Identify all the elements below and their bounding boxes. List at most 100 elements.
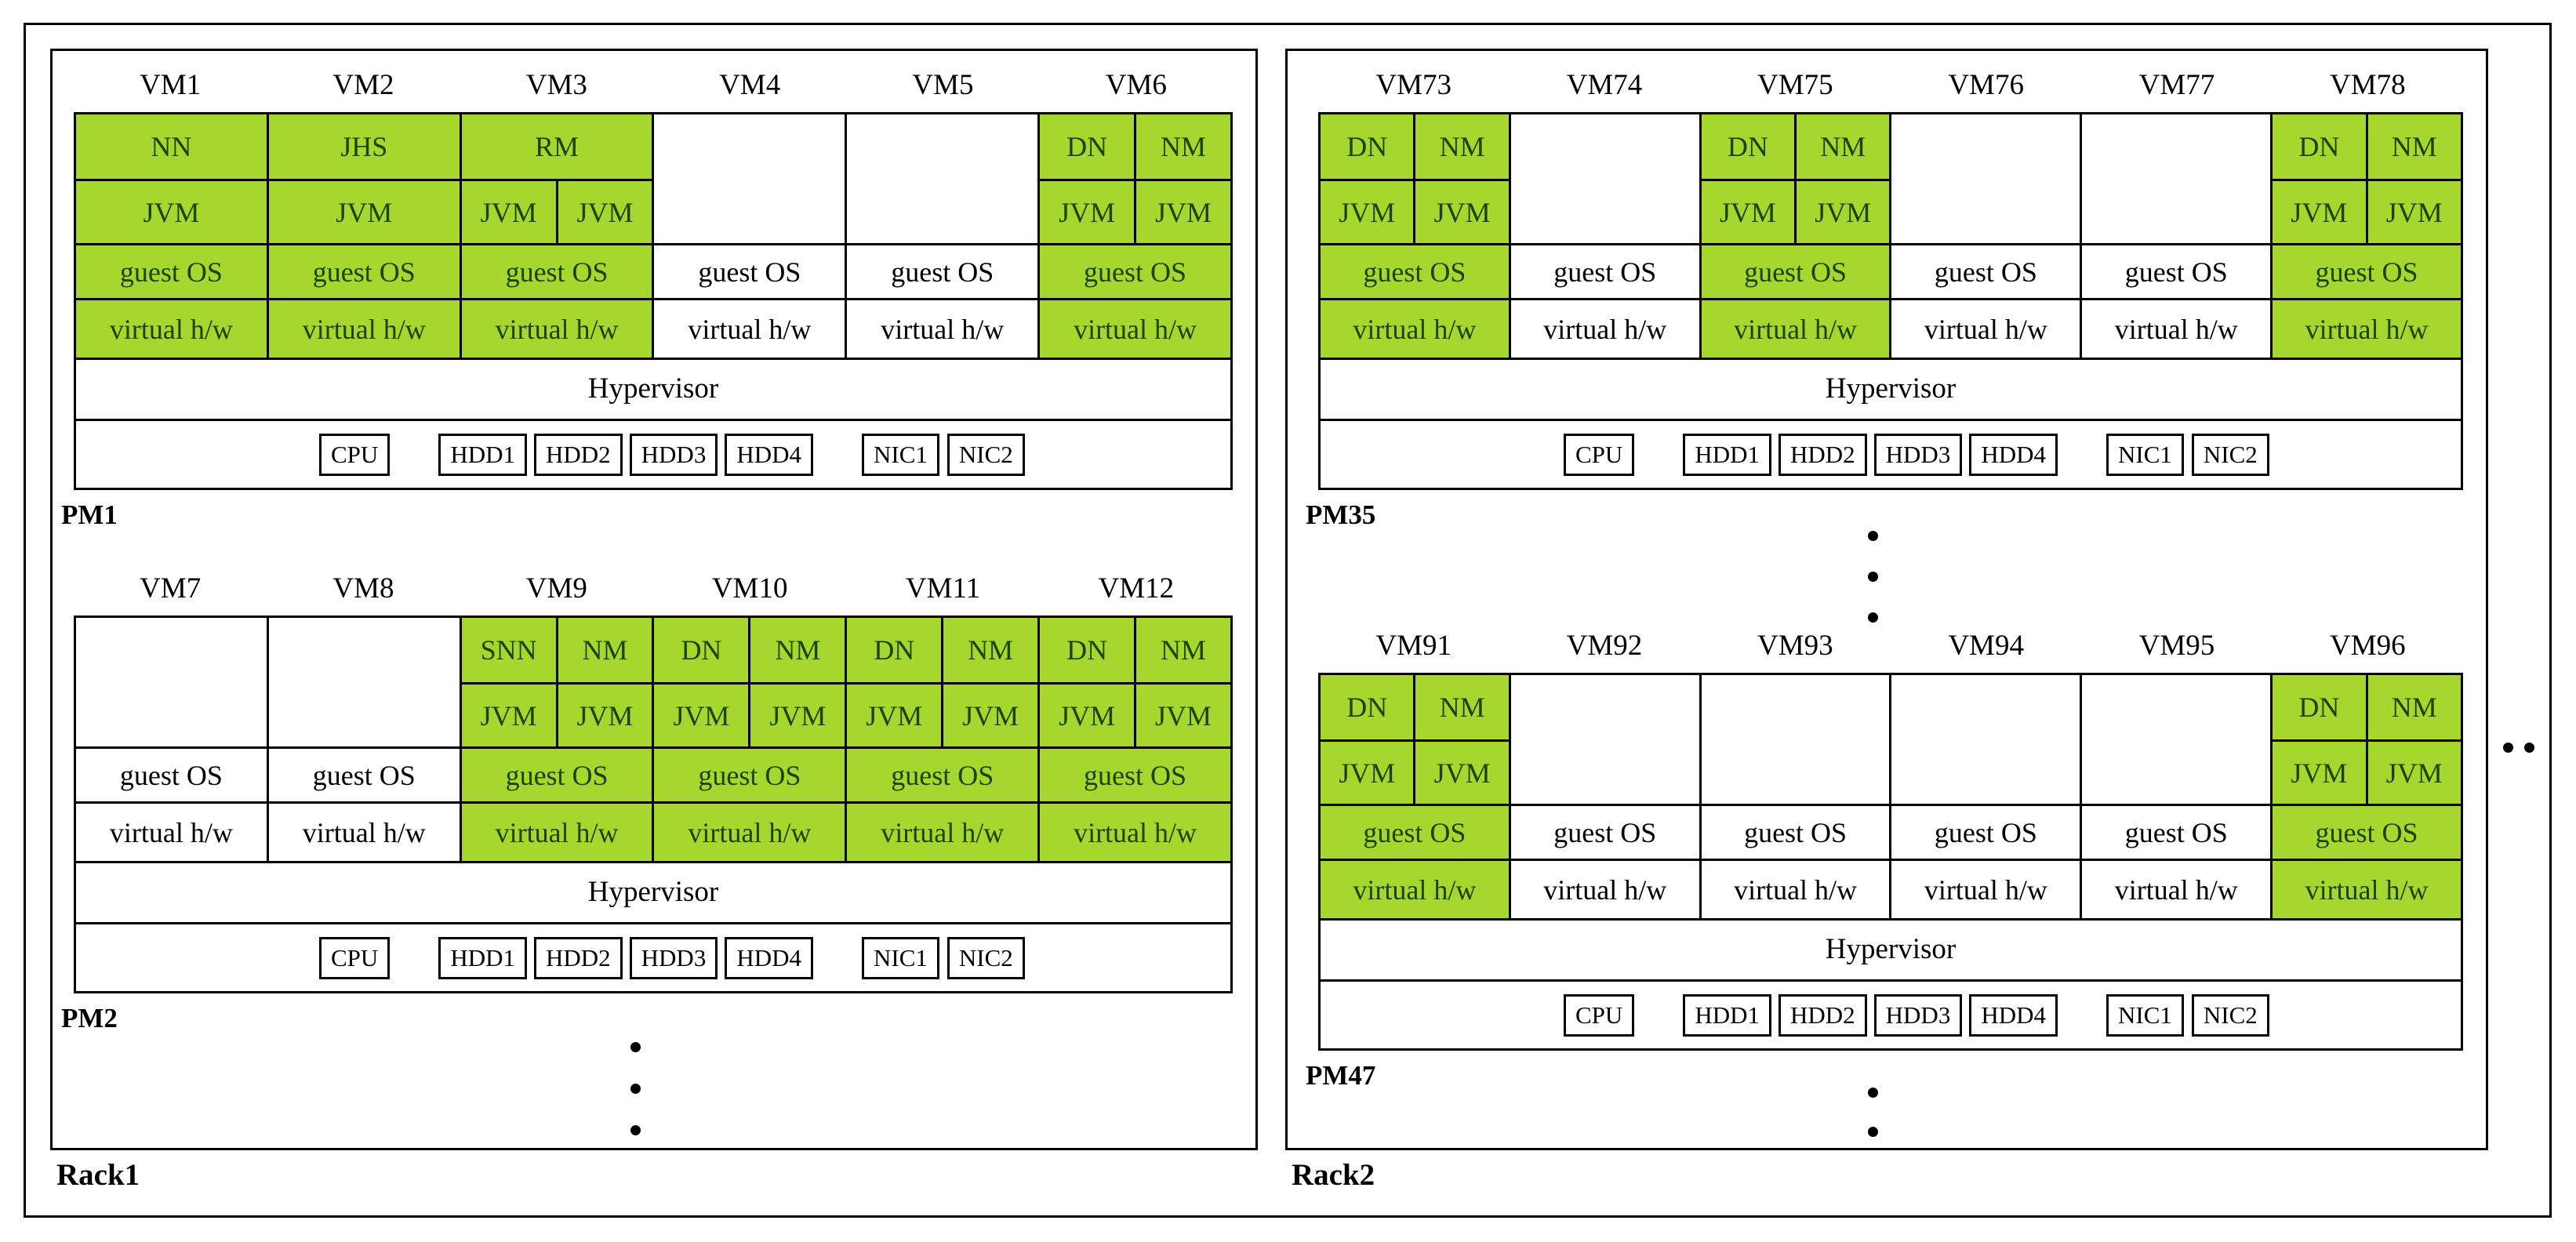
hypervisor-row: Hypervisor bbox=[76, 861, 1230, 922]
vm-name-header-vm96: VM96 bbox=[2329, 629, 2406, 662]
pm-label: PM1 bbox=[61, 499, 118, 530]
app-cell: DN bbox=[847, 618, 942, 682]
app-cell: DN bbox=[1040, 114, 1135, 179]
jvm-cell: JVM bbox=[555, 685, 652, 746]
virtual-hw-cell: virtual h/w bbox=[847, 298, 1038, 358]
vm-name-header-vm1: VM1 bbox=[140, 68, 202, 101]
jvm-cell: JVM bbox=[1413, 742, 1509, 804]
pm-label: PM35 bbox=[1306, 499, 1376, 530]
rack-label: Rack1 bbox=[56, 1158, 140, 1192]
nic2-box: NIC2 bbox=[946, 936, 1025, 979]
cpu-box: CPU bbox=[1564, 433, 1635, 476]
hdd1-box: HDD1 bbox=[438, 936, 527, 979]
vm-name-header-vm91: VM91 bbox=[1375, 629, 1451, 662]
vertical-ellipsis-dot bbox=[630, 1042, 641, 1052]
diagram-outer-border bbox=[24, 23, 2552, 1218]
guest-os-cell: guest OS bbox=[1701, 243, 1890, 298]
virtual-hw-cell: virtual h/w bbox=[654, 298, 845, 358]
virtual-hw-cell: virtual h/w bbox=[2082, 859, 2271, 918]
jvm-cell: JVM bbox=[1794, 181, 1890, 243]
empty-vm-cell bbox=[654, 114, 845, 243]
guest-os-cell: guest OS bbox=[1040, 746, 1230, 801]
virtual-hw-cell: virtual h/w bbox=[2273, 298, 2461, 358]
hdd3-box: HDD3 bbox=[629, 433, 718, 476]
jvm-cell: JVM bbox=[76, 181, 267, 243]
app-row: JHS bbox=[268, 114, 460, 179]
jvm-cell: JVM bbox=[1321, 742, 1414, 804]
jvm-cell: JVM bbox=[654, 685, 749, 746]
guest-os-cell: guest OS bbox=[461, 243, 652, 298]
hdd2-box: HDD2 bbox=[533, 936, 623, 979]
jvm-cell: JVM bbox=[555, 181, 652, 243]
hdd1-box: HDD1 bbox=[1683, 993, 1771, 1037]
nic2-box: NIC2 bbox=[2191, 993, 2269, 1037]
vm-name-header-vm3: VM3 bbox=[525, 68, 587, 101]
app-cell: DN bbox=[1701, 114, 1795, 179]
guest-os-cell: guest OS bbox=[847, 243, 1038, 298]
empty-vm-cell bbox=[2082, 114, 2271, 243]
empty-vm-cell bbox=[1701, 675, 1890, 804]
vm-name-header-vm9: VM9 bbox=[525, 572, 587, 605]
app-cell: SNN bbox=[461, 618, 556, 682]
jvm-row: JVM bbox=[76, 179, 267, 243]
virtual-hw-cell: virtual h/w bbox=[654, 801, 845, 861]
virtual-hw-cell: virtual h/w bbox=[1321, 298, 1509, 358]
jvm-cell: JVM bbox=[2273, 181, 2366, 243]
guest-os-cell: guest OS bbox=[268, 243, 460, 298]
jvm-cell: JVM bbox=[1134, 181, 1230, 243]
vm-name-header-vm11: VM11 bbox=[905, 572, 981, 605]
virtual-hw-cell: virtual h/w bbox=[1891, 298, 2080, 358]
jvm-cell: JVM bbox=[941, 685, 1038, 746]
jvm-cell: JVM bbox=[748, 685, 845, 746]
vm-name-header-vm77: VM77 bbox=[2138, 68, 2215, 101]
vm-name-header-vm5: VM5 bbox=[912, 68, 974, 101]
app-cell: NM bbox=[2365, 114, 2461, 179]
guest-os-cell: guest OS bbox=[1891, 804, 2080, 859]
app-cell: NM bbox=[748, 618, 845, 682]
vm-name-header-vm2: VM2 bbox=[332, 68, 394, 101]
guest-os-cell: guest OS bbox=[1321, 804, 1509, 859]
vm-name-header-vm10: VM10 bbox=[711, 572, 788, 605]
hdd2-box: HDD2 bbox=[1778, 993, 1867, 1037]
vm-name-header-vm4: VM4 bbox=[719, 68, 781, 101]
empty-vm-cell bbox=[268, 618, 460, 746]
vertical-ellipsis-dot bbox=[1868, 531, 1879, 541]
empty-vm-cell bbox=[1510, 675, 1699, 804]
nic1-box: NIC1 bbox=[2106, 433, 2184, 476]
guest-os-cell: guest OS bbox=[1701, 804, 1890, 859]
guest-os-cell: guest OS bbox=[654, 746, 845, 801]
vertical-ellipsis-dot bbox=[1868, 612, 1879, 623]
app-cell: NM bbox=[555, 618, 652, 682]
hypervisor-row: Hypervisor bbox=[1321, 358, 2461, 419]
app-cell: DN bbox=[1321, 675, 1414, 739]
app-cell: NM bbox=[2365, 675, 2461, 739]
guest-os-cell: guest OS bbox=[268, 746, 460, 801]
vm-name-header-vm8: VM8 bbox=[332, 572, 394, 605]
vertical-ellipsis-dot bbox=[1868, 1127, 1879, 1137]
vertical-ellipsis-dot bbox=[1868, 1088, 1879, 1098]
guest-os-cell: guest OS bbox=[76, 746, 267, 801]
pm-label: PM2 bbox=[61, 1003, 118, 1033]
